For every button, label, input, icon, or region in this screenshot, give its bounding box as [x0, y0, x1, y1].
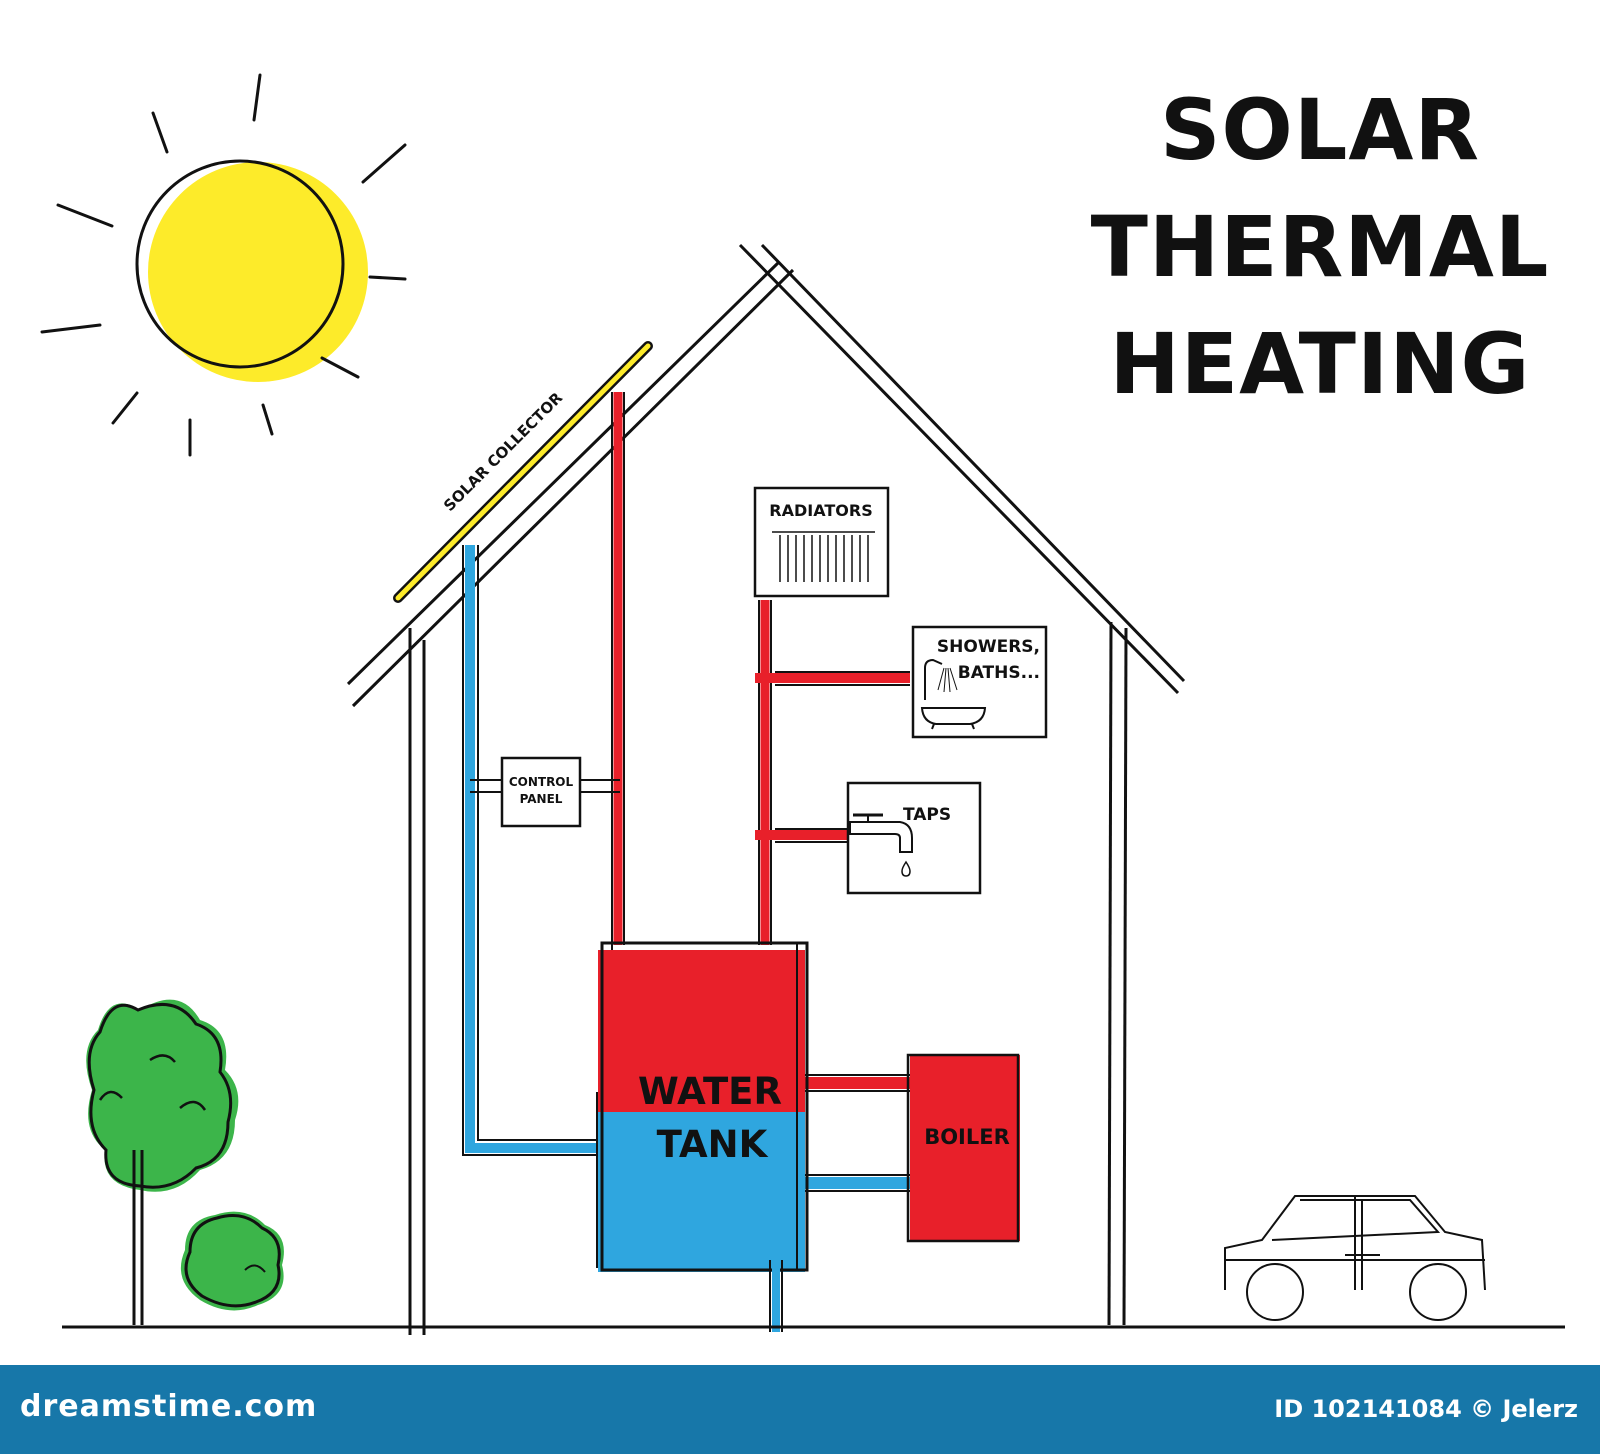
tree-icon — [86, 999, 239, 1325]
water-tank-label-2: TANK — [657, 1123, 769, 1166]
taps-box — [846, 781, 982, 895]
cold-pipe — [462, 545, 615, 1156]
showers-label-2: BATHS... — [958, 663, 1040, 683]
brand-logo[interactable]: dreamstime.com — [20, 1389, 318, 1424]
title-line-2: THERMAL — [1090, 198, 1550, 296]
footer-bar: dreamstime.com ID 102141084 © Jelerz — [0, 1365, 1600, 1454]
house-outline — [346, 243, 1186, 1335]
sun-icon — [40, 73, 407, 457]
solar-thermal-diagram: SOLAR COLLECTOR CONTROL PANEL — [40, 73, 1565, 1335]
car-icon — [1224, 1195, 1486, 1321]
showers-box — [911, 625, 1048, 739]
title-line-1: SOLAR — [1159, 81, 1481, 179]
boiler-pipes — [803, 1074, 911, 1192]
image-id-text: ID 102141084 © Jelerz — [1274, 1395, 1578, 1423]
title-line-3: HEATING — [1109, 315, 1531, 413]
boiler-label: BOILER — [924, 1125, 1010, 1149]
control-panel-label-1: CONTROL — [509, 775, 574, 789]
water-tank-label-1: WATER — [638, 1070, 782, 1113]
bush-icon — [180, 1211, 284, 1311]
taps-label: TAPS — [903, 805, 951, 825]
outlet-pipe — [769, 1260, 783, 1332]
control-panel — [470, 756, 620, 828]
radiators-label: RADIATORS — [769, 501, 872, 520]
solar-collector — [393, 341, 653, 603]
water-tank — [596, 941, 809, 1272]
showers-label-1: SHOWERS, — [937, 637, 1040, 657]
boiler — [906, 1053, 1020, 1243]
control-panel-label-2: PANEL — [520, 792, 563, 806]
distribution-pipe — [755, 600, 910, 945]
radiators-box — [753, 486, 890, 598]
